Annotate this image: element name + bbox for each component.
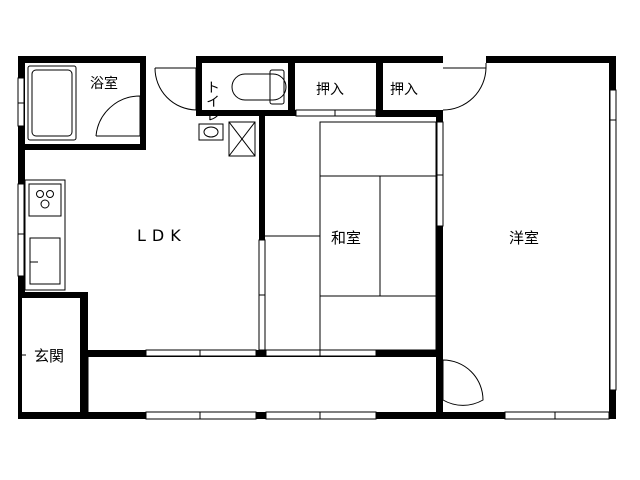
windows [17,77,617,420]
toilet-fixture [231,69,287,105]
laundry-pan [228,121,256,157]
bath-label: 浴室 [90,75,118,92]
toilet-label: トイレ [204,80,220,122]
kitchen-counter [24,179,66,291]
entrance-label: 玄関 [34,347,64,365]
closet-2-label: 押入 [390,82,418,98]
washbasin [198,123,224,141]
closet-1-label: 押入 [316,82,344,98]
ldk-label: LDK [137,226,187,245]
washitsu-label: 和室 [331,229,361,247]
tatami-grid [265,121,437,351]
youshitsu-label: 洋室 [509,229,539,247]
door-swings [95,63,487,406]
bathtub [27,65,77,141]
